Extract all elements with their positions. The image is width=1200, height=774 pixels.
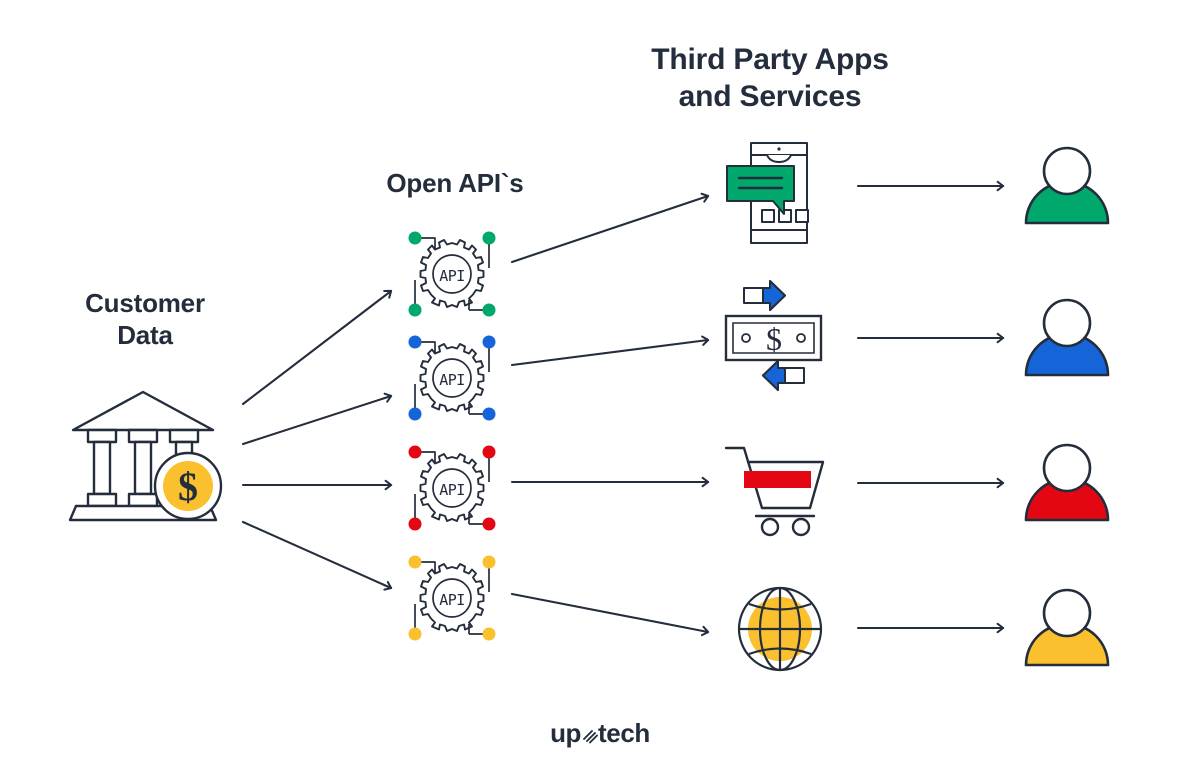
messaging-phone-icon[interactable] [722,140,826,246]
arrow-source-to-api-1 [241,289,393,406]
arrow-api-to-service-4 [510,592,710,637]
arrow-source-to-api-4 [241,520,393,591]
dollar-symbol: $ [178,464,198,509]
shopping-cart-icon[interactable] [722,440,830,538]
uptech-logo[interactable]: up tech [500,718,700,749]
banknote-dollar-symbol: $ [766,321,782,357]
api-node-1[interactable]: API [403,228,501,320]
user-avatar-2[interactable] [1023,297,1111,383]
arrow-source-to-api-2 [241,392,393,446]
user-avatar-4[interactable] [1023,587,1111,673]
heading-third-party-apps: Third Party Apps and Services [651,43,889,113]
api-label: API [439,481,465,499]
heading-open-apis: Open API`s [386,168,524,198]
user-avatar-3[interactable] [1023,442,1111,528]
api-label: API [439,371,465,389]
arrow-api-to-service-1 [510,192,710,264]
arrow-api-to-service-2 [510,335,710,367]
api-node-3[interactable]: API [403,442,501,534]
api-node-4[interactable]: API [403,552,501,644]
logo-suffix: tech [598,718,650,748]
logo-prefix: up [550,718,582,748]
bank-icon: $ [68,386,228,526]
user-avatar-1[interactable] [1023,145,1111,231]
api-label: API [439,591,465,609]
globe-icon[interactable] [736,584,824,674]
api-label: API [439,267,465,285]
api-node-2[interactable]: API [403,332,501,424]
spark-mark-icon [581,727,598,744]
money-transfer-icon[interactable]: $ [718,278,830,394]
heading-customer-data: Customer Data [85,288,205,350]
